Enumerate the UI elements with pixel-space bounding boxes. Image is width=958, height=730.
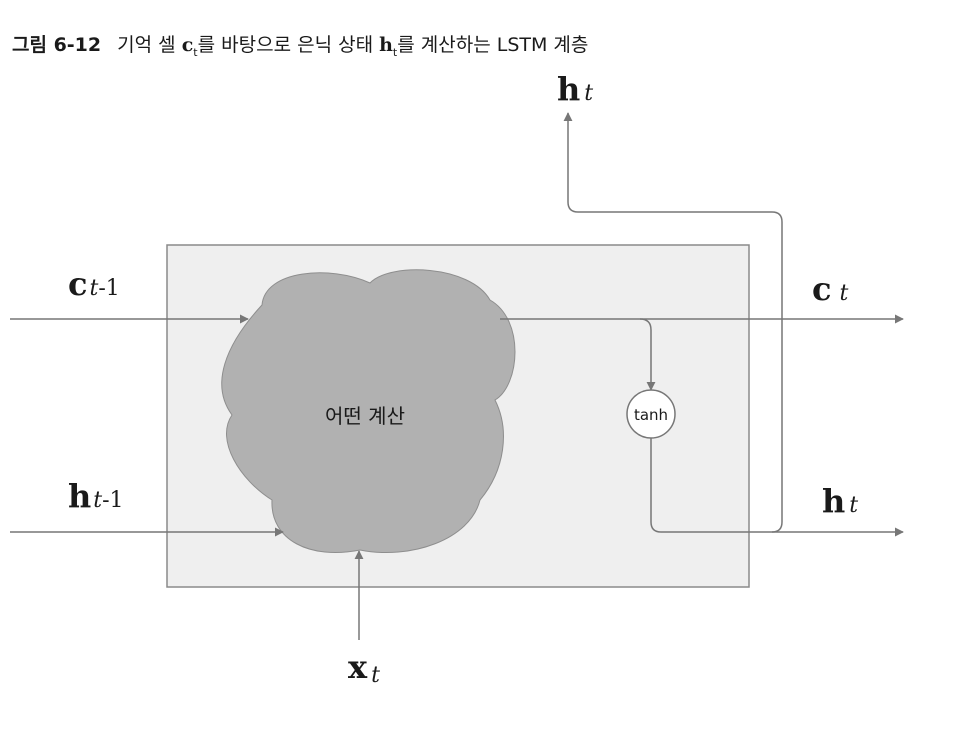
computation-cloud <box>221 269 516 554</box>
caption-text-1: 기억 셀 <box>117 34 182 56</box>
caption-sub-h: t <box>392 45 398 59</box>
label-c-prev-suffix: -1 <box>98 276 119 301</box>
arrow-h-out <box>650 438 904 537</box>
label-x-sub: t <box>371 663 380 688</box>
label-h-out-var: h <box>822 482 845 520</box>
caption-var-h: h <box>379 34 393 56</box>
label-h-up-sub: t <box>584 81 593 106</box>
label-c-out-var: c <box>812 270 831 308</box>
figure-label: 그림 6-12 <box>12 34 102 56</box>
label-x-var: x <box>348 648 368 686</box>
label-h-prev-sub: t <box>93 488 102 513</box>
figure-caption: 그림 6-12 기억 셀 ct를 바탕으로 은닉 상태 ht를 계산하는 LST… <box>12 30 588 59</box>
label-c-prev: ct-1 <box>68 265 120 303</box>
tanh-label: tanh <box>634 406 668 424</box>
label-h-prev-var: h <box>68 477 91 515</box>
label-h-out-sub: t <box>849 493 858 518</box>
cloud-label: 어떤 계산 <box>325 404 405 428</box>
caption-text-2: 를 바탕으로 은닉 상태 <box>197 34 380 56</box>
caption-text-3: 를 계산하는 LSTM 계층 <box>397 34 589 56</box>
label-h-prev-suffix: -1 <box>102 488 123 513</box>
arrow-h-up <box>563 112 783 533</box>
caption-sub-c: t <box>193 45 198 59</box>
label-c-out-sub: t <box>839 281 848 306</box>
label-h-prev: ht-1 <box>68 477 124 515</box>
caption-var-c: c <box>181 34 194 56</box>
label-h-up-var: h <box>557 70 580 108</box>
arrow-to-tanh <box>639 318 656 391</box>
label-c-prev-sub: t <box>89 276 98 301</box>
label-c-prev-var: c <box>68 265 87 303</box>
